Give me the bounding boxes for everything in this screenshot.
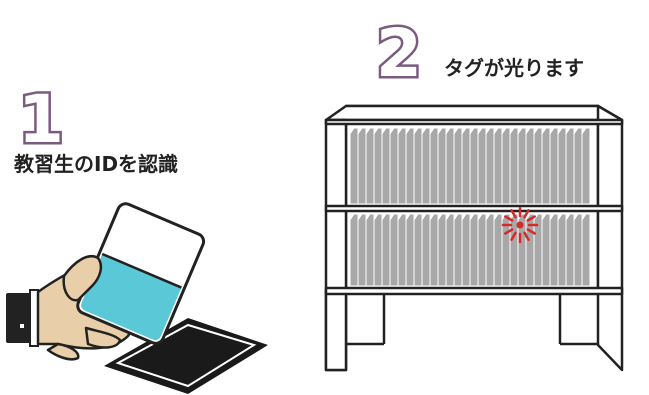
binder-row-bottom xyxy=(349,213,591,287)
glowing-tag-icon xyxy=(501,206,539,244)
step-1-number: 1 xyxy=(18,81,64,158)
binder xyxy=(373,213,383,287)
binder xyxy=(469,127,479,205)
binder xyxy=(365,127,375,205)
binder-row-top xyxy=(349,127,591,205)
binder xyxy=(405,213,415,287)
binder xyxy=(429,127,439,205)
binder xyxy=(381,127,391,205)
binder xyxy=(365,213,375,287)
binder xyxy=(549,127,559,205)
binder xyxy=(389,213,399,287)
binder xyxy=(381,213,391,287)
binder xyxy=(445,127,455,205)
binder xyxy=(533,127,543,205)
binder xyxy=(413,213,423,287)
binder xyxy=(349,127,359,205)
binder xyxy=(557,213,567,287)
glow-ray xyxy=(504,228,514,235)
glow-ray xyxy=(523,209,530,219)
glow-ray xyxy=(523,231,530,241)
binder xyxy=(581,213,591,287)
step-1-label: 教習生のIDを認識 xyxy=(14,152,179,176)
step-2-label: タグが光ります xyxy=(444,56,584,80)
glow-ray xyxy=(504,215,514,222)
binder xyxy=(541,213,551,287)
binder xyxy=(525,127,535,205)
glow-ray xyxy=(510,231,517,241)
binder xyxy=(413,127,423,205)
binder xyxy=(453,213,463,287)
step-2-number: 2 xyxy=(376,15,422,92)
binder xyxy=(573,127,583,205)
binder xyxy=(477,127,487,205)
binder xyxy=(485,213,495,287)
binder xyxy=(493,213,503,287)
glow-ray xyxy=(526,228,536,235)
binder xyxy=(557,127,567,205)
binder xyxy=(421,127,431,205)
binder xyxy=(397,213,407,287)
binder xyxy=(565,213,575,287)
binder xyxy=(429,213,439,287)
binder xyxy=(485,127,495,205)
binder xyxy=(349,213,359,287)
binder xyxy=(549,213,559,287)
binder xyxy=(581,127,591,205)
binder xyxy=(405,127,415,205)
binder xyxy=(357,213,367,287)
binder xyxy=(437,213,447,287)
binder xyxy=(469,213,479,287)
binder xyxy=(541,127,551,205)
binder xyxy=(461,213,471,287)
binder xyxy=(477,213,487,287)
binder xyxy=(461,127,471,205)
binder xyxy=(445,213,455,287)
binder xyxy=(517,127,527,205)
binder xyxy=(357,127,367,205)
binder xyxy=(389,127,399,205)
binder xyxy=(437,127,447,205)
binder xyxy=(453,127,463,205)
hand-holding-card-icon xyxy=(6,202,206,361)
binder xyxy=(573,213,583,287)
binder xyxy=(509,127,519,205)
binder xyxy=(565,127,575,205)
glow-ray xyxy=(510,209,517,219)
binder xyxy=(421,213,431,287)
glow-dot xyxy=(516,221,524,229)
binder xyxy=(373,127,383,205)
binder xyxy=(493,127,503,205)
binder xyxy=(501,127,511,205)
binder xyxy=(397,127,407,205)
glow-ray xyxy=(526,215,536,222)
